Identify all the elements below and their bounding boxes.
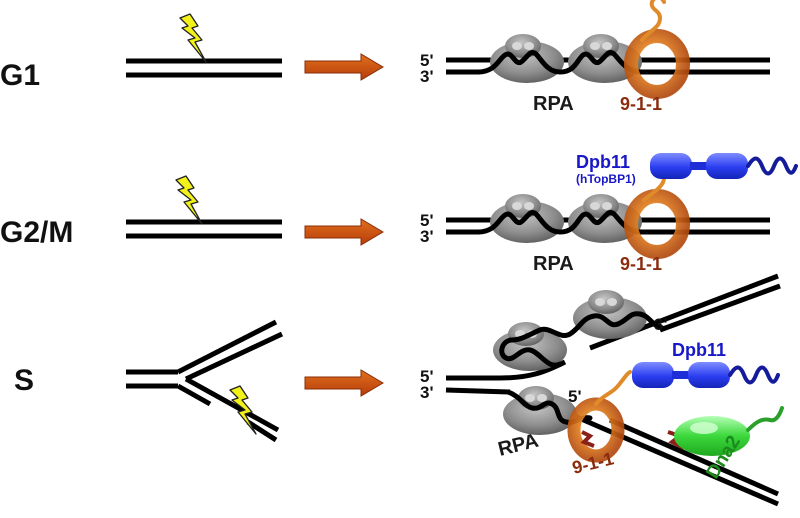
label-5prime: 5' — [420, 51, 434, 70]
g2m-intact-dna — [126, 219, 282, 239]
lightning-damage-icon — [179, 13, 207, 63]
g1-intact-dna — [126, 58, 282, 78]
arrow-right-icon — [304, 53, 384, 81]
lightning-damage-icon — [229, 385, 257, 435]
label-rpa: RPA — [496, 430, 541, 461]
ring-911 — [624, 0, 690, 99]
dpb11-protein — [648, 151, 798, 181]
s-replication-fork — [126, 319, 284, 443]
phase-label-s: S — [14, 364, 34, 397]
damage-lesion — [580, 430, 595, 448]
label-3prime: 3' — [654, 315, 668, 334]
phase-label-g1: G1 — [0, 59, 40, 92]
label-5prime: 5' — [420, 367, 434, 386]
arrow-right-icon — [304, 369, 384, 397]
arrow-right-icon — [304, 218, 384, 246]
ssdna-strand — [475, 210, 645, 235]
label-3prime: 3' — [420, 383, 434, 402]
label-911: 9-1-1 — [620, 94, 662, 114]
lightning-damage-icon — [175, 175, 203, 225]
label-htopbp1: (hTopBP1) — [576, 172, 636, 186]
label-3prime: 3' — [420, 227, 434, 246]
label-5prime: 5' — [420, 211, 434, 230]
label-rpa: RPA — [533, 253, 574, 275]
phase-label-g2m: G2/M — [0, 216, 73, 249]
label-3prime: 3' — [420, 67, 434, 86]
g1-row: G1 5' 3' RPA 9-1-1 — [0, 0, 770, 115]
s-row: S — [14, 273, 784, 507]
ssdna-strand — [475, 50, 645, 75]
label-dpb11: Dpb11 — [576, 152, 630, 172]
label-911: 9-1-1 — [620, 254, 662, 274]
dna2-protein — [674, 406, 784, 456]
dpb11-protein — [630, 360, 780, 390]
label-rpa: RPA — [533, 93, 574, 115]
ssdna-strand — [499, 311, 665, 368]
label-5prime: 5' — [568, 387, 582, 406]
ring-911 — [624, 168, 690, 259]
g2m-row: G2/M Dpb11 (hTopBP1) 5' 3' RPA 9-1-1 — [0, 151, 798, 275]
label-dpb11: Dpb11 — [672, 340, 726, 360]
ring-911 — [567, 370, 632, 463]
